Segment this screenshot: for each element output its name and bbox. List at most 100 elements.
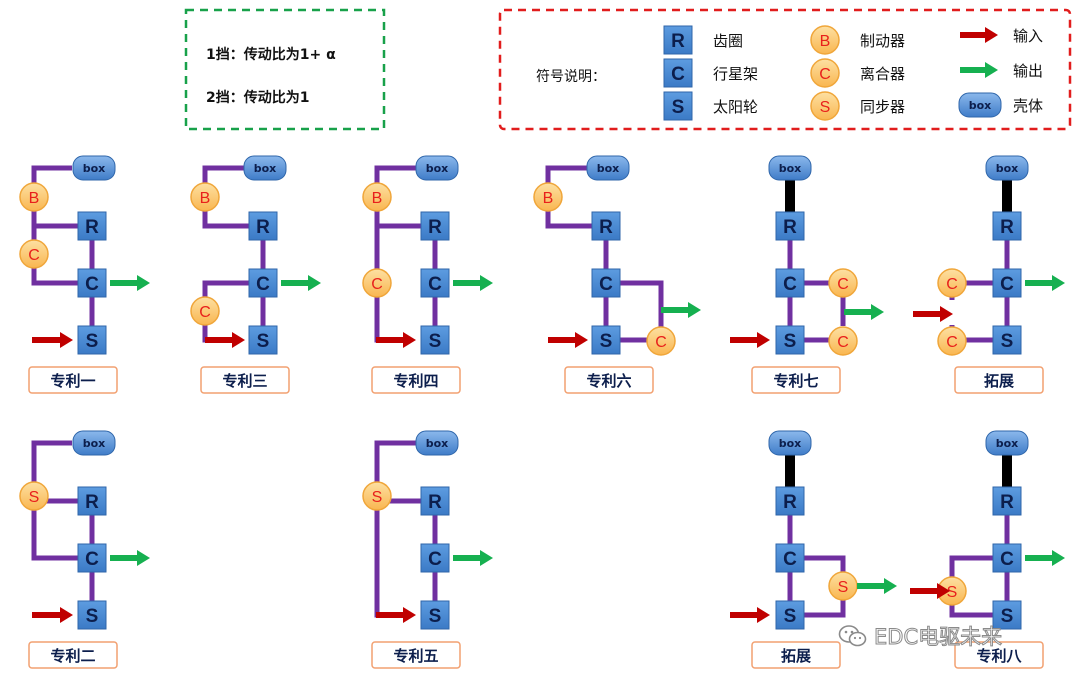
svg-text:box: box (597, 162, 620, 175)
input-arrow (32, 607, 73, 623)
output-arrow (857, 578, 897, 594)
input-arrow (730, 332, 770, 348)
output-arrow (110, 275, 150, 291)
svg-text:专利八: 专利八 (976, 647, 1022, 665)
planet-carrier: C (992, 268, 1022, 298)
svg-text:S: S (784, 331, 797, 352)
caption-p8: 专利八 (954, 641, 1044, 669)
svg-text:box: box (969, 99, 992, 112)
caption-ext2: 拓展 (751, 641, 841, 669)
input-arrow (730, 607, 770, 623)
ring-gear: R (591, 211, 621, 241)
svg-text:S: S (838, 579, 849, 596)
svg-text:S: S (672, 97, 685, 118)
svg-text:C: C (946, 334, 958, 351)
planet-carrier: C (420, 543, 450, 573)
output-arrow (1025, 275, 1065, 291)
svg-text:专利五: 专利五 (393, 647, 438, 665)
ring-gear: R (992, 211, 1022, 241)
svg-text:box: box (426, 162, 449, 175)
svg-text:B: B (820, 33, 831, 50)
input-arrow (910, 583, 950, 599)
legend-label-7: 输出 (1013, 62, 1043, 80)
input-arrow (913, 306, 953, 322)
legend-label-3: 制动器 (860, 32, 905, 50)
svg-text:S: S (600, 331, 613, 352)
caption-p2: 专利二 (28, 641, 118, 669)
svg-text:box: box (779, 437, 802, 450)
housing: box (415, 155, 459, 181)
caption-p7: 专利七 (751, 366, 841, 394)
svg-text:专利六: 专利六 (586, 372, 631, 390)
svg-text:R: R (783, 492, 797, 513)
clutch-upper: C (937, 268, 967, 298)
svg-text:S: S (257, 331, 270, 352)
svg-text:box: box (254, 162, 277, 175)
svg-text:R: R (783, 217, 797, 238)
svg-text:C: C (256, 274, 270, 295)
svg-text:C: C (819, 66, 831, 83)
svg-text:box: box (83, 162, 106, 175)
planet-carrier: C (992, 543, 1022, 573)
svg-text:B: B (200, 190, 211, 207)
svg-text:专利二: 专利二 (50, 647, 95, 665)
svg-text:S: S (1001, 331, 1014, 352)
legend-item-6: 输入 (960, 27, 1043, 45)
purple-link (31, 440, 95, 615)
brake: B (19, 182, 49, 212)
svg-text:专利一: 专利一 (50, 372, 95, 390)
svg-text:C: C (671, 64, 685, 85)
ring-gear: R (77, 211, 107, 241)
output-arrow-icon (960, 62, 998, 78)
housing: box (586, 155, 630, 181)
svg-text:box: box (779, 162, 802, 175)
legend-symbol-1: C (663, 58, 693, 88)
planet-carrier: C (775, 268, 805, 298)
svg-text:C: C (428, 549, 442, 570)
sun-gear: S (77, 600, 107, 630)
svg-text:R: R (671, 31, 685, 52)
legend-label-1: 行星架 (713, 65, 758, 83)
clutch: C (646, 326, 676, 356)
svg-text:C: C (946, 276, 958, 293)
svg-text:拓展: 拓展 (781, 647, 811, 665)
gear-ratio-box: 1挡：传动比为1+ α 2挡：传动比为1 (184, 8, 386, 131)
svg-text:C: C (85, 549, 99, 570)
ring-gear: R (775, 486, 805, 516)
sun-gear: S (248, 325, 278, 355)
sun-gear: S (420, 325, 450, 355)
clutch-lower: C (828, 326, 858, 356)
svg-text:R: R (1000, 217, 1014, 238)
sun-gear: S (992, 600, 1022, 630)
svg-text:C: C (199, 304, 211, 321)
planet-carrier: C (775, 543, 805, 573)
caption-p5: 专利五 (371, 641, 461, 669)
svg-text:专利七: 专利七 (773, 372, 818, 390)
housing: box (72, 430, 116, 456)
sun-gear: S (775, 600, 805, 630)
input-arrow (205, 332, 245, 348)
svg-text:C: C (837, 276, 849, 293)
svg-text:box: box (426, 437, 449, 450)
svg-text:C: C (783, 274, 797, 295)
gear-ratio-border (184, 8, 386, 131)
synchronizer: S (828, 571, 858, 601)
svg-text:C: C (599, 274, 613, 295)
planet-carrier: C (77, 268, 107, 298)
legend-symbol-2: S (663, 91, 693, 121)
legend-title: 符号说明： (536, 69, 606, 85)
ring-gear: R (992, 486, 1022, 516)
legend-symbol-3: B (810, 25, 840, 55)
svg-text:B: B (372, 190, 383, 207)
planet-carrier: C (248, 268, 278, 298)
svg-text:S: S (429, 331, 442, 352)
svg-text:box: box (996, 162, 1019, 175)
